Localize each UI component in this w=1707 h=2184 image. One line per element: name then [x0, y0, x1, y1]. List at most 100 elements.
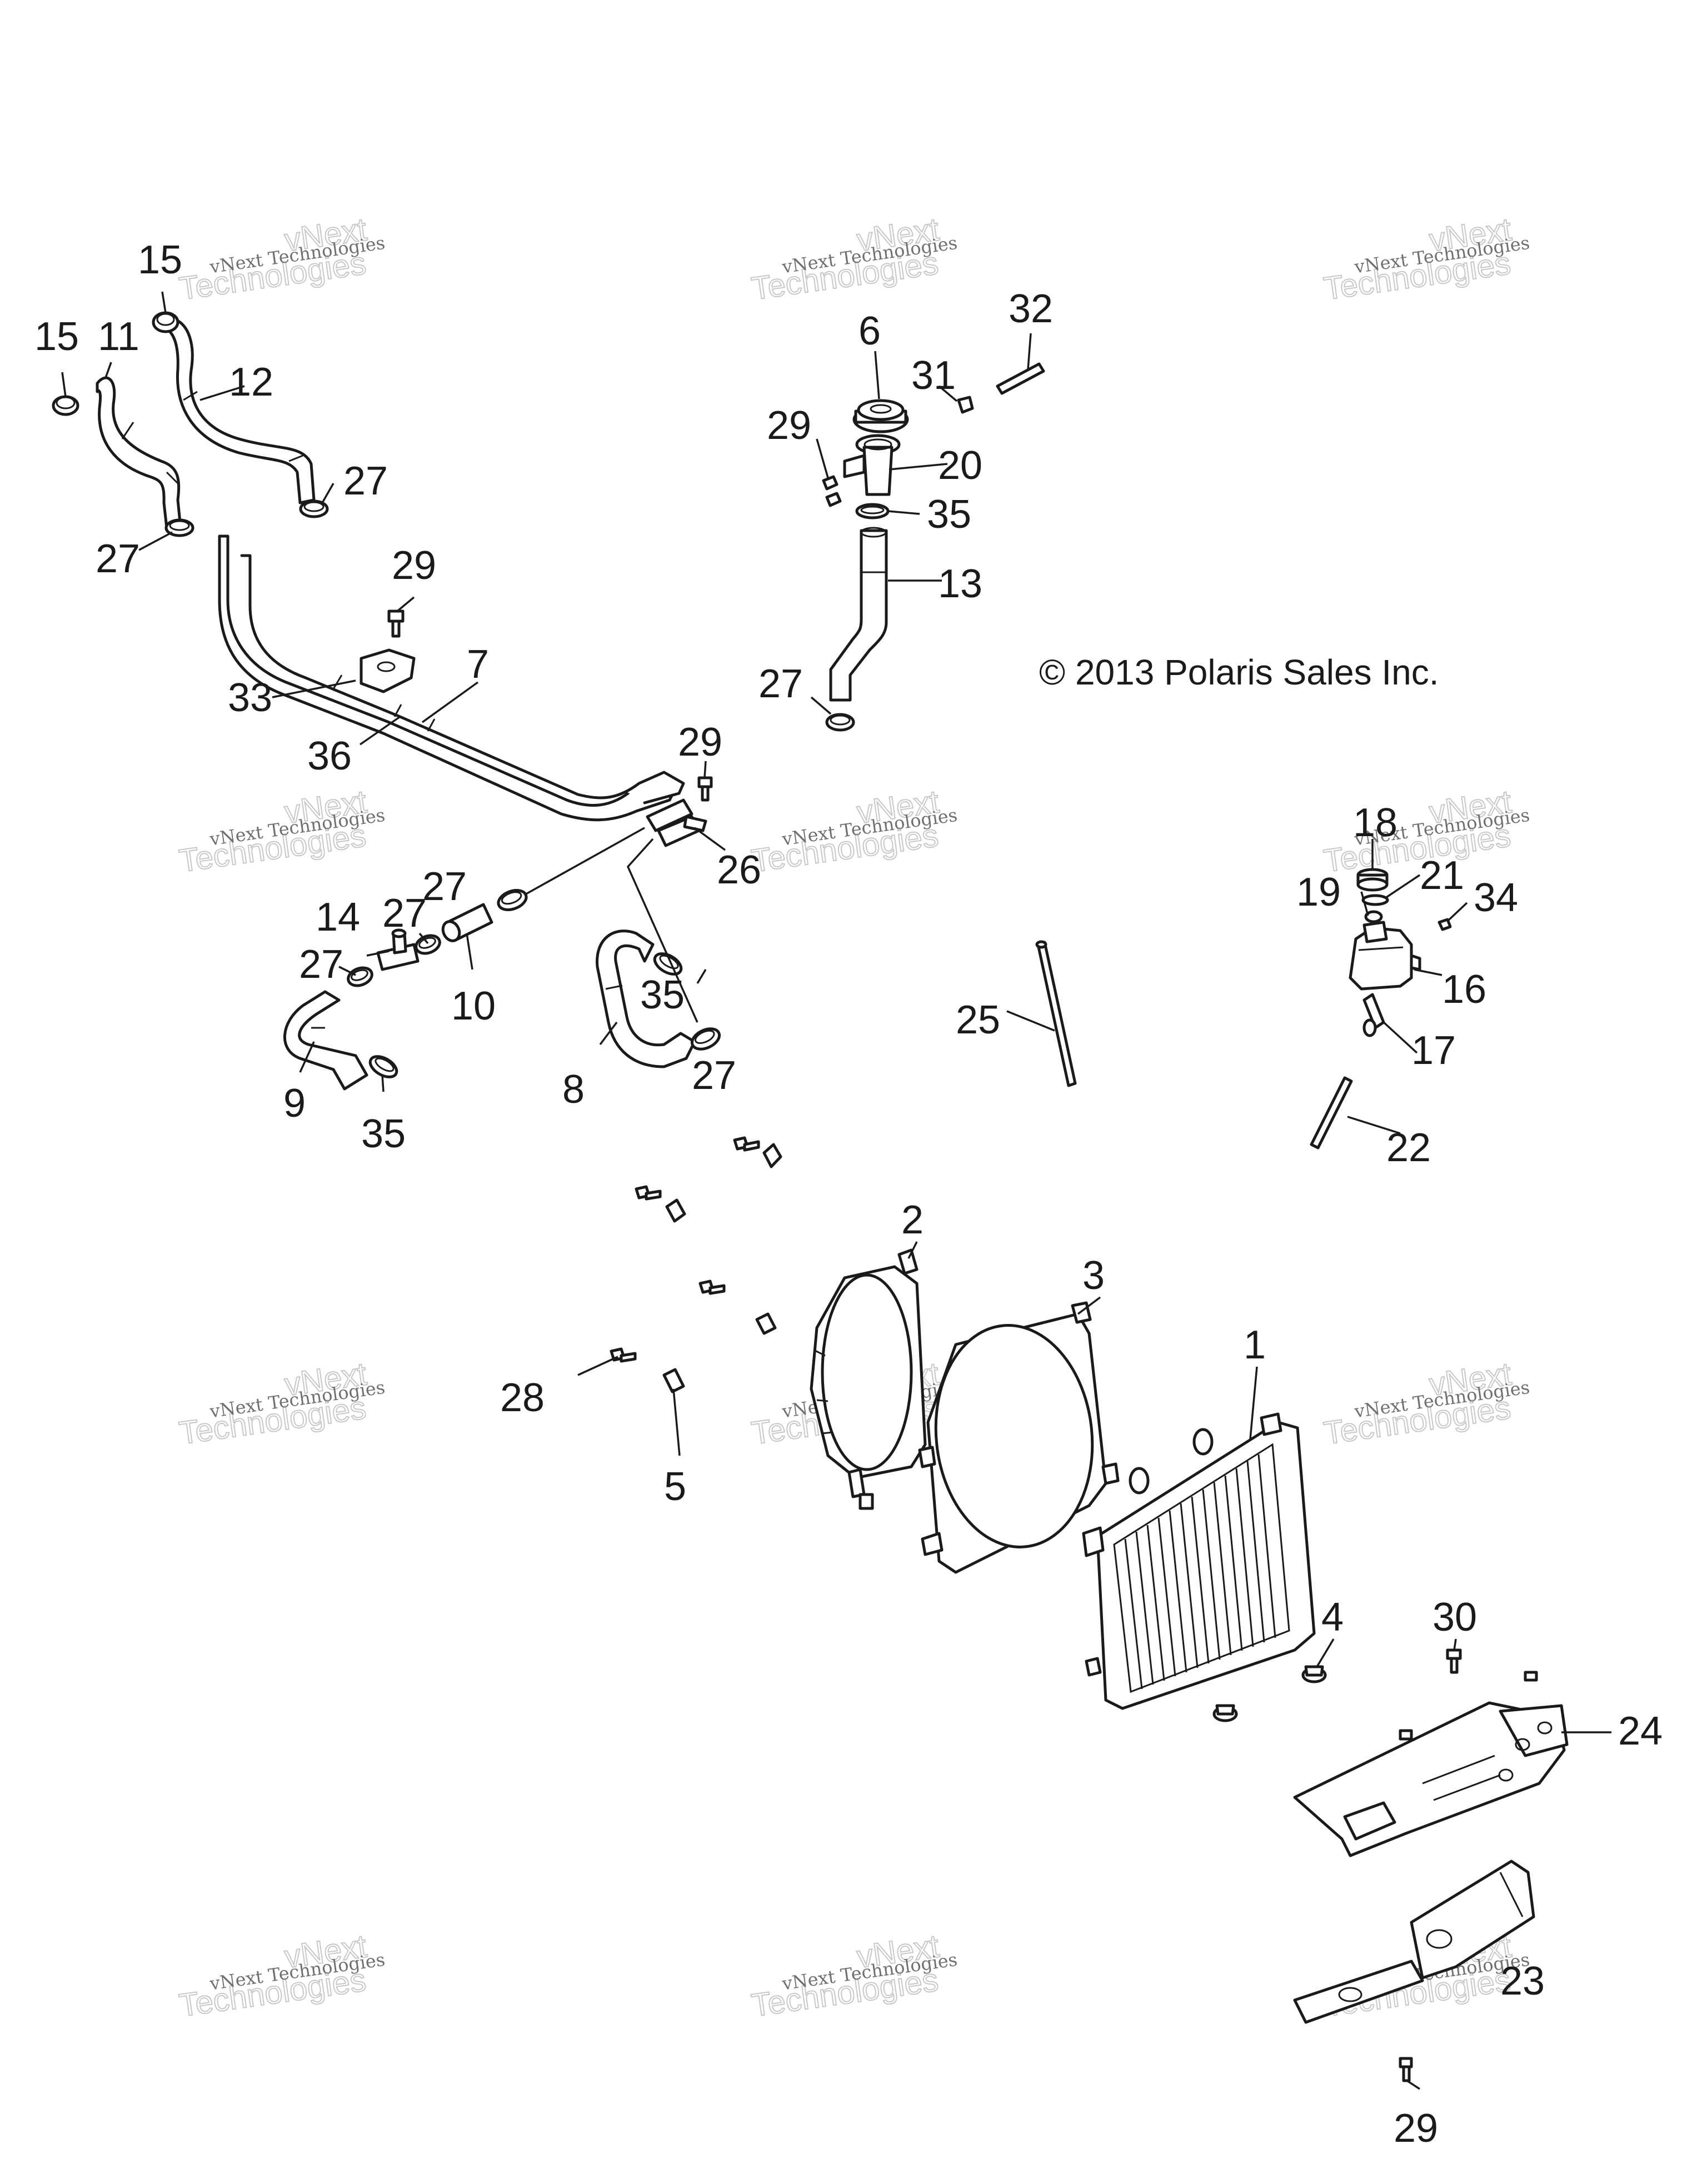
hose-22 — [1310, 1076, 1353, 1150]
callout-17: 17 — [1411, 1028, 1456, 1073]
callout-27: 27 — [382, 891, 427, 936]
callout-2: 2 — [901, 1198, 924, 1242]
hose-32 — [996, 362, 1045, 395]
clamp-35-hose9 — [368, 1055, 398, 1078]
callout-31: 31 — [911, 353, 956, 398]
callout-34: 34 — [1474, 876, 1518, 920]
callout-22: 22 — [1386, 1126, 1431, 1170]
clamp-15-left — [52, 395, 79, 416]
callout-29: 29 — [392, 543, 436, 588]
callout-27: 27 — [422, 864, 467, 909]
callout-4: 4 — [1321, 1595, 1344, 1640]
callout-24: 24 — [1618, 1709, 1663, 1753]
hose-9 — [283, 990, 368, 1091]
callout-30: 30 — [1433, 1595, 1477, 1640]
radiator-1 — [1082, 1412, 1316, 1710]
hose-10 — [441, 903, 493, 942]
callout-29: 29 — [767, 403, 811, 448]
clamp-27-mid2 — [415, 934, 441, 955]
callout-27: 27 — [343, 459, 388, 503]
callout-26: 26 — [717, 848, 761, 892]
shroud-frame-3 — [918, 1301, 1120, 1574]
bracket-23 — [1293, 1860, 1535, 2024]
callout-29: 29 — [1394, 2106, 1438, 2151]
callout-20: 20 — [938, 443, 982, 488]
seal-21 — [1361, 894, 1389, 906]
copyright-notice: © 2013 Polaris Sales Inc. — [1039, 652, 1439, 692]
callout-35: 35 — [361, 1112, 406, 1156]
clamp-27-mid3 — [347, 966, 373, 987]
bolt-29-bracket — [1399, 2057, 1413, 2082]
watermark: Technologies vNext vNext Technologies — [1321, 211, 1531, 307]
clamp-27-mid1 — [497, 889, 528, 911]
callout-29: 29 — [678, 720, 722, 764]
radiator-fins — [1124, 1454, 1276, 1690]
leader-lines — [61, 291, 1611, 2090]
bracket-24 — [1293, 1701, 1569, 1857]
screw-34 — [1438, 918, 1452, 931]
callout-35: 35 — [927, 492, 971, 537]
callout-15: 15 — [34, 314, 79, 359]
callout-10: 10 — [451, 984, 496, 1028]
callout-labels: 15 15 11 12 27 27 29 33 7 36 29 26 27 14… — [34, 238, 1663, 2151]
watermark: Technologies vNext vNext Technologies — [748, 211, 959, 307]
clamp-27-b — [299, 499, 329, 518]
fitting-19 — [1364, 910, 1383, 923]
clamp-27-filler — [825, 713, 855, 732]
callout-9: 9 — [283, 1081, 306, 1126]
clamp-35-filler — [855, 503, 890, 519]
clamp-27-a — [164, 518, 194, 537]
hose-12 — [165, 318, 316, 504]
hose-13 — [829, 527, 888, 702]
fitting-17 — [1362, 993, 1385, 1037]
cap-18 — [1356, 868, 1389, 892]
clamp-27-hose8 — [690, 1027, 721, 1051]
callout-13: 13 — [938, 562, 982, 606]
radiator-cap-6 — [852, 399, 909, 433]
callout-3: 3 — [1082, 1253, 1105, 1298]
tee-fitting-14 — [376, 928, 420, 971]
callout-16: 16 — [1442, 967, 1486, 1012]
callout-28: 28 — [500, 1376, 545, 1420]
callout-14: 14 — [316, 895, 360, 939]
watermark: Technologies vNext vNext Technologies — [1321, 1355, 1531, 1452]
callout-32: 32 — [1009, 287, 1053, 331]
fan-shroud-2 — [810, 1248, 927, 1510]
callout-27: 27 — [692, 1053, 736, 1098]
clip-31 — [957, 396, 974, 414]
grommet-4 — [1301, 1665, 1327, 1683]
surge-tank-16 — [1349, 921, 1421, 991]
clamp-15-top — [152, 311, 179, 333]
screws-29-filler — [822, 475, 842, 507]
filler-neck-20 — [843, 434, 901, 496]
callout-25: 25 — [956, 998, 1000, 1042]
hose-8 — [596, 929, 696, 1068]
bolt-29-tube — [387, 609, 405, 638]
watermark: Technologies vNext vNext Technologies — [176, 783, 386, 879]
callout-1: 1 — [1244, 1323, 1266, 1367]
callout-21: 21 — [1420, 853, 1464, 898]
callout-27: 27 — [299, 942, 343, 987]
callout-7: 7 — [467, 642, 489, 687]
callout-33: 33 — [228, 676, 272, 720]
watermark: Technologies vNext vNext Technologies — [176, 1355, 386, 1452]
hose-25 — [1035, 940, 1077, 1087]
callout-23: 23 — [1500, 1959, 1545, 2003]
callout-19: 19 — [1296, 870, 1341, 914]
callout-36: 36 — [307, 734, 352, 778]
tube-outlets-26 — [646, 798, 707, 847]
callout-8: 8 — [562, 1067, 585, 1112]
watermark: Technologies vNext vNext Technologies — [748, 783, 959, 879]
callout-35: 35 — [640, 973, 685, 1017]
watermark: Technologies vNext vNext Technologies — [176, 211, 386, 307]
grommet-4b — [1212, 1704, 1238, 1722]
callout-11: 11 — [98, 314, 139, 359]
callout-12: 12 — [229, 360, 273, 404]
callout-18: 18 — [1353, 801, 1397, 845]
callout-27: 27 — [96, 537, 140, 581]
callout-5: 5 — [664, 1465, 686, 1509]
bracket-33 — [360, 648, 416, 693]
watermark: Technologies vNext vNext Technologies — [748, 1927, 959, 2024]
